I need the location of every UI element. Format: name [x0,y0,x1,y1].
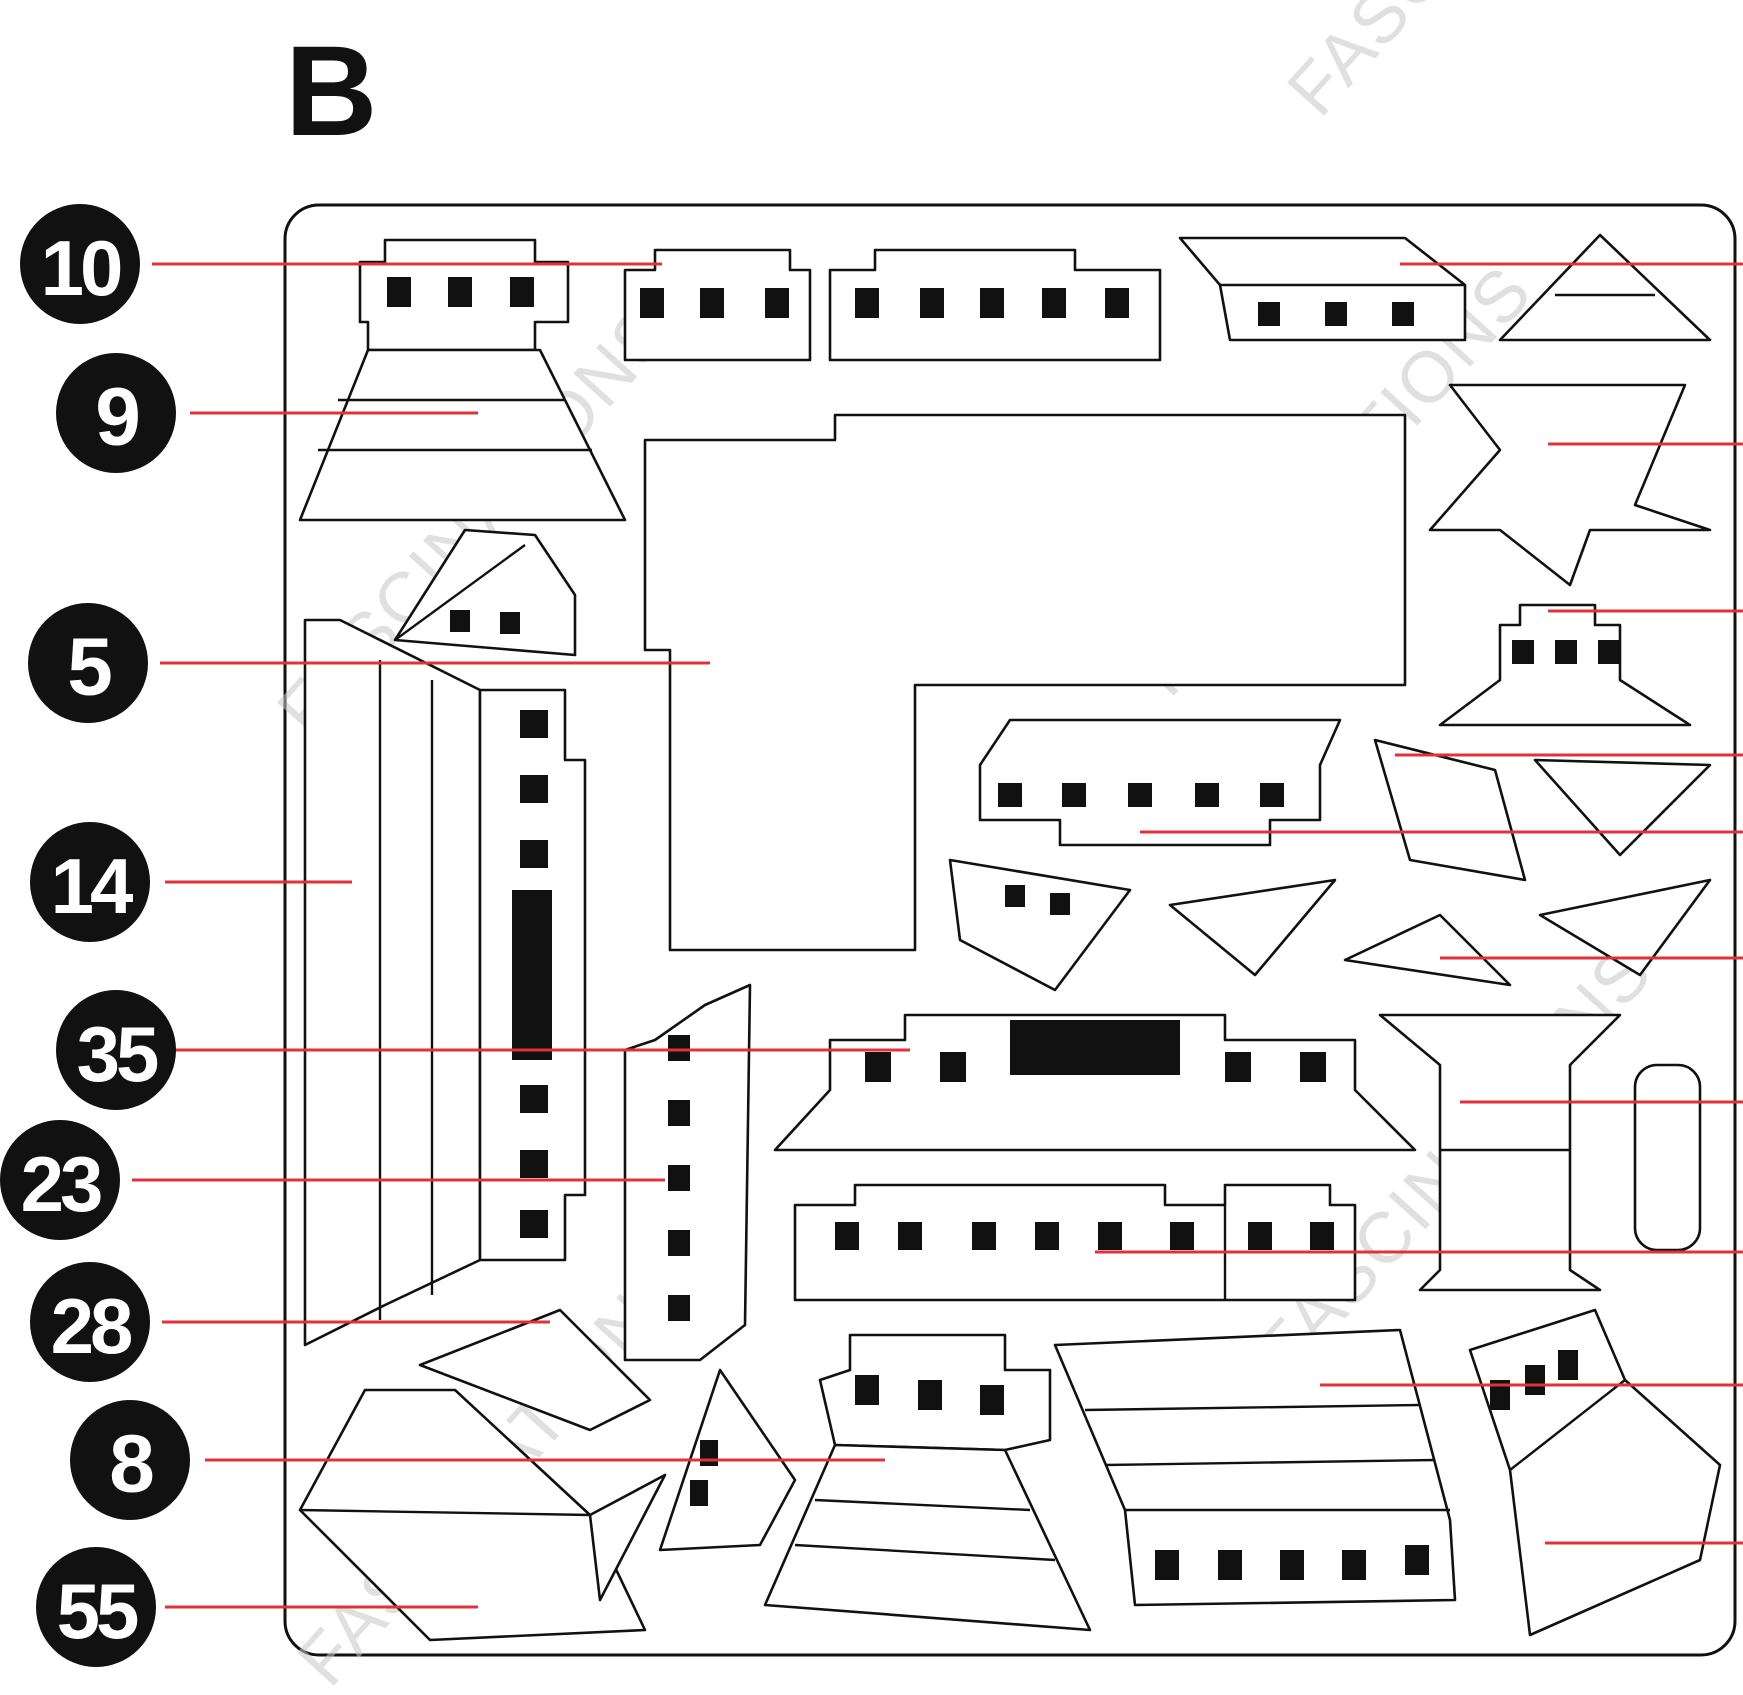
part-long-central-wall [773,1013,1417,1152]
part-left-triangle [418,1308,652,1432]
callout-28: 28 [30,1262,150,1382]
callout-5: 5 [28,603,148,723]
fret-border [283,203,1737,1657]
callouts: 10 9 5 14 35 23 28 8 [0,204,190,1667]
part-bottom-tower [763,1333,1092,1632]
callout-label: 8 [109,1419,153,1510]
part-top-right-roof [1178,233,1712,342]
part-bottom-fan-wall [1053,1328,1457,1607]
callout-label: 9 [95,372,138,463]
part-lower-long-wall [793,1183,1357,1302]
part-bottom-right-tower [1468,1308,1722,1637]
part-tower-top-left [298,238,627,522]
watermark-text: FASCINATIONS [1272,0,1697,131]
part-right-flaps [948,738,1712,992]
callout-35: 35 [56,990,176,1110]
part-right-curved-panel [1378,1013,1702,1292]
part-bottom-left-box [298,1388,667,1642]
part-mid-wall-strip [978,718,1342,847]
leader-lines [132,262,1743,1609]
part-right-hex-roof [1428,383,1712,587]
part-long-side-wall [303,618,587,1347]
callout-9: 9 [56,353,176,473]
callout-label: 5 [67,622,111,713]
part-roof-triangles [393,528,577,657]
part-right-small-tower [1438,603,1692,727]
callout-label: 55 [57,1567,138,1655]
callout-55: 55 [36,1547,156,1667]
callout-label: 14 [51,842,133,930]
callout-label: 23 [21,1140,101,1228]
part-top-wall-strip [623,248,1162,362]
part-vertical-wall-strip [623,983,752,1362]
callout-label: 10 [41,224,121,312]
part-outlines [298,233,1722,1642]
callout-10: 10 [20,204,140,324]
sheet-title: B [285,20,377,163]
callout-23: 23 [0,1120,120,1240]
part-main-floor-panel [643,413,1407,952]
callout-label: 28 [51,1282,131,1370]
callout-14: 14 [30,822,150,942]
callout-label: 35 [77,1010,158,1098]
callout-8: 8 [70,1400,190,1520]
